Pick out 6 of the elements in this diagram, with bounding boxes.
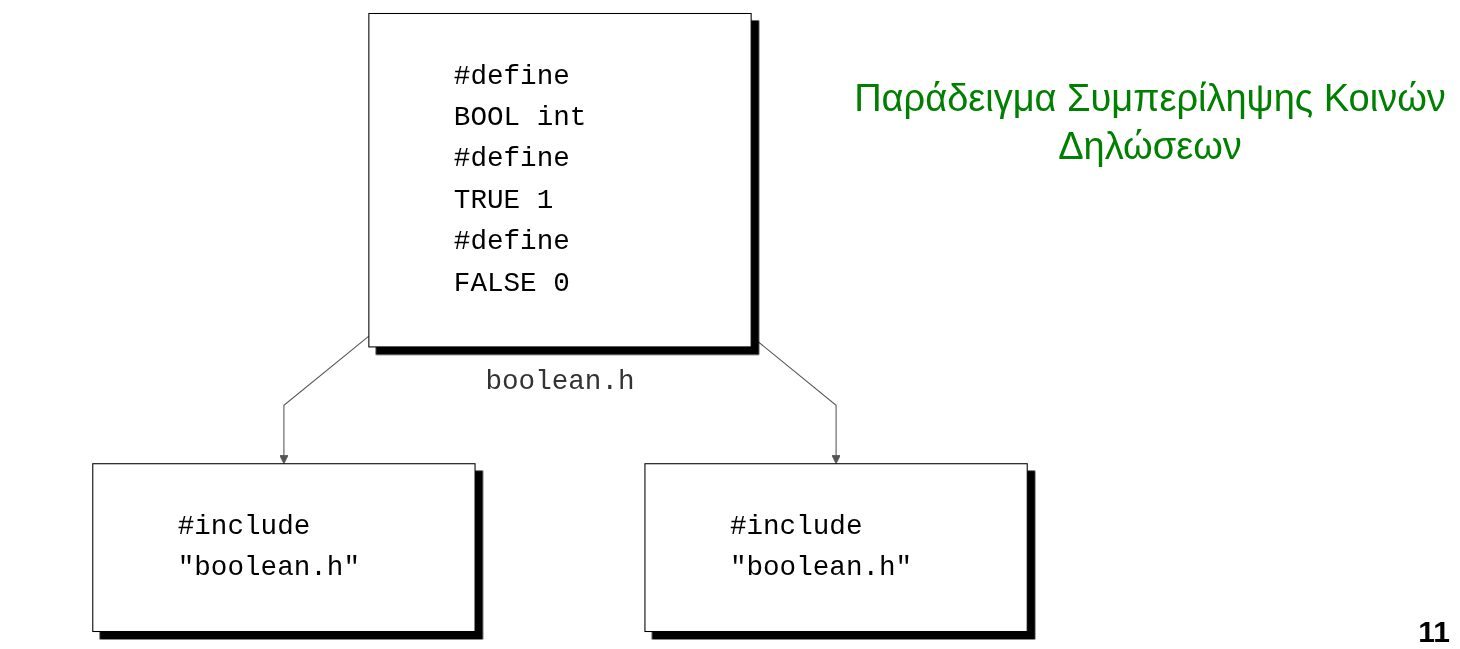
file-name-caption: boolean.h [485, 366, 635, 398]
code-box: #include "boolean.h" [92, 463, 476, 633]
code-box: #include "boolean.h" [644, 463, 1028, 633]
code-box: #define BOOL int #define TRUE 1 #define FALSE 0 [368, 12, 752, 348]
page-number: 11 [1418, 615, 1450, 649]
slide-title: Παράδειγμα Συμπερίληψης Κοινών Δηλώσεων [853, 76, 1447, 169]
